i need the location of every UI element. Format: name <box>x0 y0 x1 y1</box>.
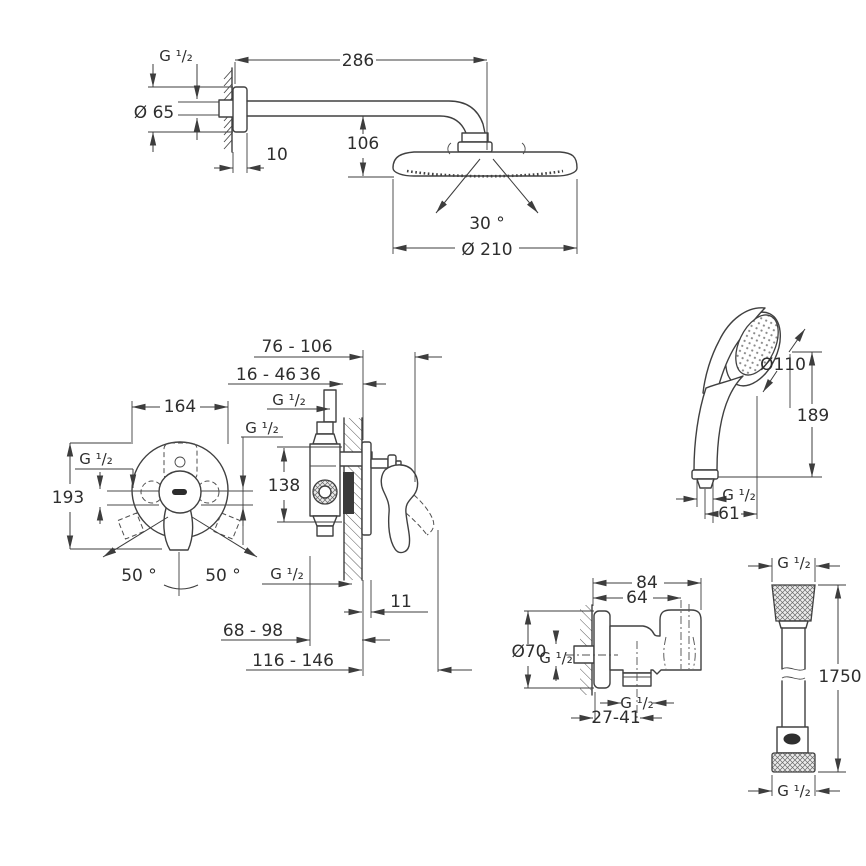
label-angle-right: 50 ° <box>205 566 241 586</box>
riser-pipe <box>323 389 337 423</box>
label-union-thread-outlet: G ¹/₂ <box>620 694 653 712</box>
label-hose-thread-bottom: G ¹/₂ <box>777 782 810 800</box>
top-port-stub <box>316 421 334 435</box>
head-shower-dimensions: G ¹/₂ Ø 65 10 286 106 30 ° Ø 210 <box>134 47 578 260</box>
label-hand-shower-length: 189 <box>797 406 829 426</box>
knob-slot <box>172 489 187 495</box>
hand-shower-view: Ø110 189 G ¹/₂ 61 <box>676 307 829 524</box>
label-angle-left: 50 ° <box>121 566 157 586</box>
bottom-port-stub <box>316 525 334 537</box>
label-flange-depth: 10 <box>266 145 288 165</box>
hose-break-line <box>781 667 806 671</box>
mixer-front-dimensions: 164 193 G ¹/₂ 50 ° 50 ° G ¹/₂ <box>52 397 352 596</box>
corner-lug-right-dashed <box>213 512 241 540</box>
arm-wall-flange <box>232 86 248 133</box>
mixer-front-view: 164 193 G ¹/₂ 50 ° 50 ° G ¹/₂ <box>52 397 352 596</box>
label-mixer-height: 193 <box>52 488 84 508</box>
head-shower-view: G ¹/₂ Ø 65 10 286 106 30 ° Ø 210 <box>134 47 578 260</box>
label-head-diameter: Ø 210 <box>461 240 512 260</box>
shower-arm <box>178 86 493 153</box>
corner-lug-left-dashed <box>117 512 145 540</box>
handle-open-position-dashed <box>405 494 435 536</box>
label-hand-shower-diameter: Ø110 <box>760 355 806 375</box>
shower-head <box>392 142 578 178</box>
label-depth-range: 76 - 106 <box>261 337 332 357</box>
spray-face <box>735 314 779 376</box>
hand-shower-handle <box>693 375 744 471</box>
label-head-drop: 106 <box>347 134 379 154</box>
label-arm-length: 286 <box>342 51 374 71</box>
label-port-height: 138 <box>268 476 300 496</box>
hose-seal <box>783 733 801 745</box>
handle-ferrule <box>691 469 719 480</box>
lever-handle <box>163 504 194 551</box>
union-flange <box>593 610 611 689</box>
hose-nut-bottom <box>771 752 816 773</box>
label-spray-angle: 30 ° <box>469 214 505 234</box>
side-lever-handle <box>380 464 419 554</box>
label-union-thread-inlet: G ¹/₂ <box>539 649 572 667</box>
hose-view: G ¹/₂ 1750 G ¹/₂ <box>748 554 862 800</box>
label-mixer-thread: G ¹/₂ <box>79 450 112 468</box>
mounting-plate-edge <box>343 472 354 514</box>
label-thread-supply: G ¹/₂ <box>245 419 278 437</box>
label-mixer-thread-bottom: G ¹/₂ <box>270 565 303 583</box>
label-outlet-offset: 27-41 <box>591 708 640 728</box>
mixer-side-view: 76 - 106 16 - 46 36 G ¹/₂ G ¹/₂ 138 11 6… <box>221 337 472 676</box>
hose-nut-top <box>771 584 816 622</box>
label-flange-diameter: Ø 65 <box>134 103 174 123</box>
mixer-side-dimensions: 76 - 106 16 - 46 36 G ¹/₂ G ¹/₂ 138 11 6… <box>221 337 472 676</box>
label-hand-shower-thread: G ¹/₂ <box>722 486 755 504</box>
shower-head-outline <box>392 151 578 177</box>
label-holder-depth: 64 <box>626 588 648 608</box>
union-body <box>609 609 702 675</box>
wall-union-view: 84 64 Ø70 G ¹/₂ G ¹/₂ 27-41 <box>511 573 702 728</box>
wall-union-dimensions: 84 64 Ø70 G ¹/₂ G ¹/₂ 27-41 <box>511 573 702 728</box>
label-union-depth: 84 <box>636 573 658 593</box>
hose-dimensions: G ¹/₂ 1750 G ¹/₂ <box>748 554 862 800</box>
label-union-flange-diameter: Ø70 <box>511 642 546 662</box>
label-body-depth: 36 <box>299 365 321 385</box>
inlet-cone <box>696 478 715 489</box>
label-hose-thread-top: G ¹/₂ <box>777 554 810 572</box>
label-thread-top: G ¹/₂ <box>272 391 305 409</box>
trim-plate <box>361 441 372 536</box>
label-hose-length: 1750 <box>818 667 861 687</box>
holder-cup-dashed <box>663 636 696 670</box>
screw-hole <box>174 456 186 468</box>
label-arm-thread: G ¹/₂ <box>159 47 192 65</box>
hand-shower-dimensions: Ø110 189 G ¹/₂ 61 <box>676 328 829 524</box>
union-inlet-stub <box>573 645 595 664</box>
label-hand-shower-offset: 61 <box>718 504 740 524</box>
arm-thread-nipple <box>218 99 235 118</box>
label-depth-min: 68 - 98 <box>223 621 283 641</box>
label-mixer-width: 164 <box>164 397 196 417</box>
handle-spindle <box>370 458 389 469</box>
label-depth-max: 116 - 146 <box>252 651 334 671</box>
head-connector-ring <box>461 132 489 143</box>
label-trim-depth: 11 <box>390 592 412 612</box>
label-plaster-range: 16 - 46 <box>236 365 296 385</box>
